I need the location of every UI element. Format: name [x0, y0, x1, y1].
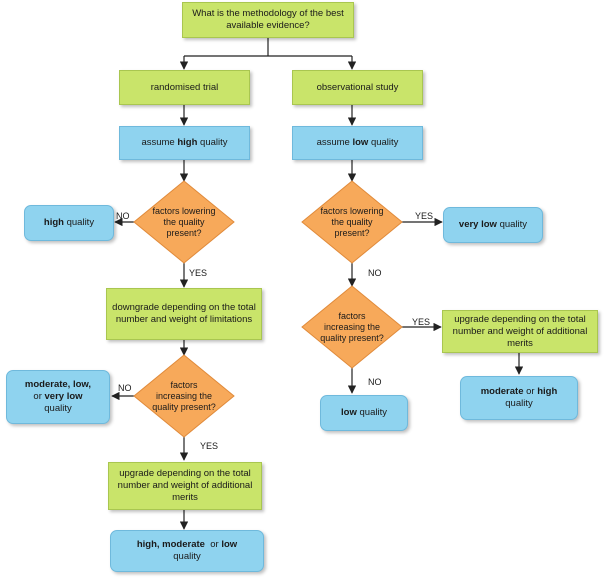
node-assume-low: assume low quality [292, 126, 423, 160]
node-question: What is the methodology of the best avai… [182, 2, 354, 38]
diamond-incr-left-label: factors increasing the quality present? [152, 379, 216, 412]
low-quality-post: quality [356, 407, 387, 418]
mod-high-s2: high [537, 386, 558, 397]
node-mod-or-high: moderate or high quality [460, 376, 578, 420]
label-no-2: NO [368, 268, 382, 278]
diamond-incr-right [301, 285, 403, 369]
low-quality-strong: low [341, 407, 357, 418]
upgrade-left-text: upgrade depending on the total number an… [117, 468, 253, 503]
node-randomised-text: randomised trial [150, 81, 219, 93]
node-question-text: What is the methodology of the best avai… [192, 8, 344, 31]
high-quality-strong: high [43, 217, 64, 228]
diamond-lower-left-label: factors lowering the quality present? [152, 205, 216, 238]
downgrade-text: downgrade depending on the total number … [112, 302, 256, 325]
high-quality-post: quality [63, 217, 95, 228]
node-downgrade: downgrade depending on the total number … [106, 288, 262, 340]
node-randomised-trial: randomised trial [119, 70, 250, 105]
very-low-post: quality [496, 219, 528, 230]
label-yes-4: YES [412, 317, 431, 327]
assume-high-strong: high [177, 137, 198, 148]
label-no-4: NO [368, 377, 382, 387]
final-left-p2: quality [173, 551, 201, 562]
label-no-1: NO [116, 211, 130, 221]
node-very-low-quality: very low quality [443, 207, 543, 243]
mod-low-s2: very low [44, 391, 83, 402]
final-left-s1: high, moderate [136, 539, 205, 550]
label-no-3: NO [118, 383, 132, 393]
diamond-incr-right-label: factors increasing the quality present? [320, 310, 384, 343]
upgrade-right-text: upgrade depending on the total number an… [452, 313, 588, 349]
mod-high-p2: quality [505, 398, 533, 409]
node-observational-study: observational study [292, 70, 423, 105]
node-high-quality: high quality [24, 205, 114, 241]
assume-low-strong: low [352, 137, 369, 148]
node-observational-text: observational study [316, 81, 399, 93]
node-final-left: high, moderate or low quality [110, 530, 264, 572]
node-upgrade-left: upgrade depending on the total number an… [108, 462, 262, 510]
node-upgrade-right: upgrade depending on the total number an… [442, 310, 598, 353]
very-low-strong: very low [458, 219, 497, 230]
assume-high-post: quality [197, 137, 228, 148]
mod-low-s1: moderate, low, [24, 379, 92, 390]
label-yes-3: YES [200, 441, 219, 451]
assume-low-post: quality [368, 137, 399, 148]
node-low-quality: low quality [320, 395, 408, 431]
label-yes-1: YES [189, 268, 208, 278]
mod-high-p1: or [523, 386, 538, 397]
node-assume-high: assume high quality [119, 126, 250, 160]
assume-low-pre: assume [316, 137, 353, 148]
label-yes-2: YES [415, 211, 434, 221]
diamond-incr-left [133, 354, 235, 438]
final-left-s2: low [221, 539, 238, 550]
final-left-p1: or [204, 539, 222, 550]
diamond-lower-left [133, 180, 235, 264]
mod-high-s1: moderate [480, 386, 524, 397]
mod-low-p1: or [33, 391, 45, 402]
diamond-lower-right-label: factors lowering the quality present? [320, 205, 384, 238]
mod-low-p2: quality [44, 403, 72, 414]
diamond-lower-right [301, 180, 403, 264]
assume-high-pre: assume [141, 137, 178, 148]
